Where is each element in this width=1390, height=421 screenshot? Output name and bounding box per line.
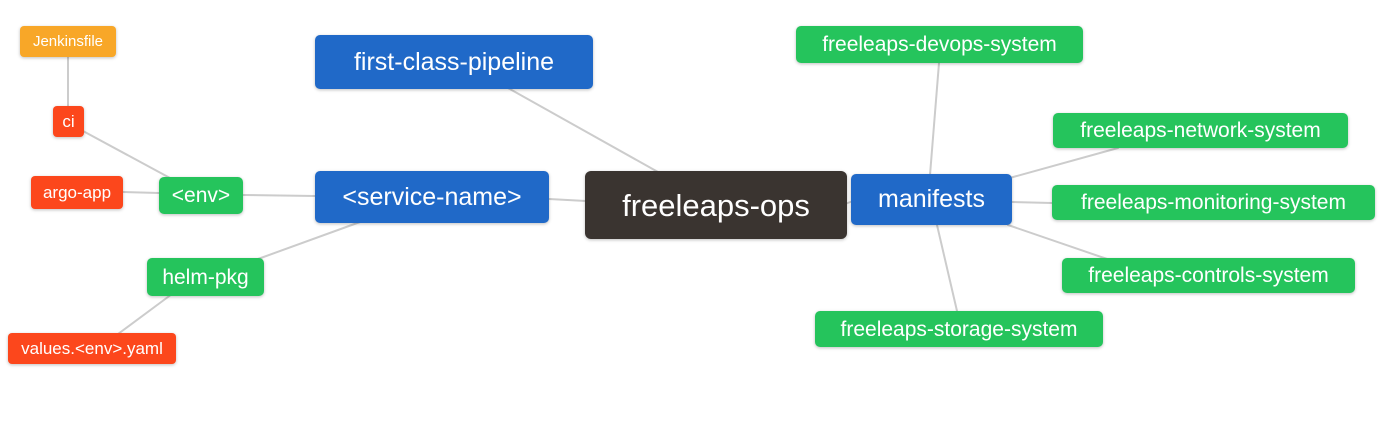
node-freeleaps-devops-system[interactable]: freeleaps-devops-system	[796, 26, 1083, 63]
edge-service-name-to-helm-pkg	[257, 221, 361, 260]
node-jenkinsfile[interactable]: Jenkinsfile	[20, 26, 116, 57]
node-manifests[interactable]: manifests	[851, 174, 1012, 225]
node-freeleaps-ops[interactable]: freeleaps-ops	[585, 171, 847, 239]
edge-helm-pkg-to-values-env-yaml	[117, 293, 173, 335]
node-freeleaps-storage-system[interactable]: freeleaps-storage-system	[815, 311, 1103, 347]
node-ci[interactable]: ci	[53, 106, 84, 137]
node-env[interactable]: <env>	[159, 177, 243, 214]
edge-env-to-service-name	[242, 194, 316, 197]
edge-manifests-to-freeleaps-monitoring-system	[1011, 201, 1053, 204]
node-freeleaps-controls-system[interactable]: freeleaps-controls-system	[1062, 258, 1355, 293]
node-freeleaps-network-system[interactable]: freeleaps-network-system	[1053, 113, 1348, 148]
edge-first-class-pipeline-to-freeleaps-ops	[507, 87, 659, 173]
node-service-name[interactable]: <service-name>	[315, 171, 549, 223]
edge-ci-to-env	[82, 130, 171, 179]
edge-argo-app-to-env	[122, 191, 160, 194]
node-freeleaps-monitoring-system[interactable]: freeleaps-monitoring-system	[1052, 185, 1375, 220]
edge-manifests-to-freeleaps-storage-system	[936, 224, 958, 312]
edge-manifests-to-freeleaps-controls-system	[1007, 224, 1111, 261]
edge-manifests-to-freeleaps-network-system	[1005, 147, 1119, 180]
node-helm-pkg[interactable]: helm-pkg	[147, 258, 264, 296]
node-argo-app[interactable]: argo-app	[31, 176, 123, 209]
node-first-class-pipeline[interactable]: first-class-pipeline	[315, 35, 593, 89]
edge-manifests-to-freeleaps-devops-system	[929, 62, 940, 176]
edge-service-name-to-freeleaps-ops	[548, 198, 587, 202]
node-values-env-yaml[interactable]: values.<env>.yaml	[8, 333, 176, 364]
